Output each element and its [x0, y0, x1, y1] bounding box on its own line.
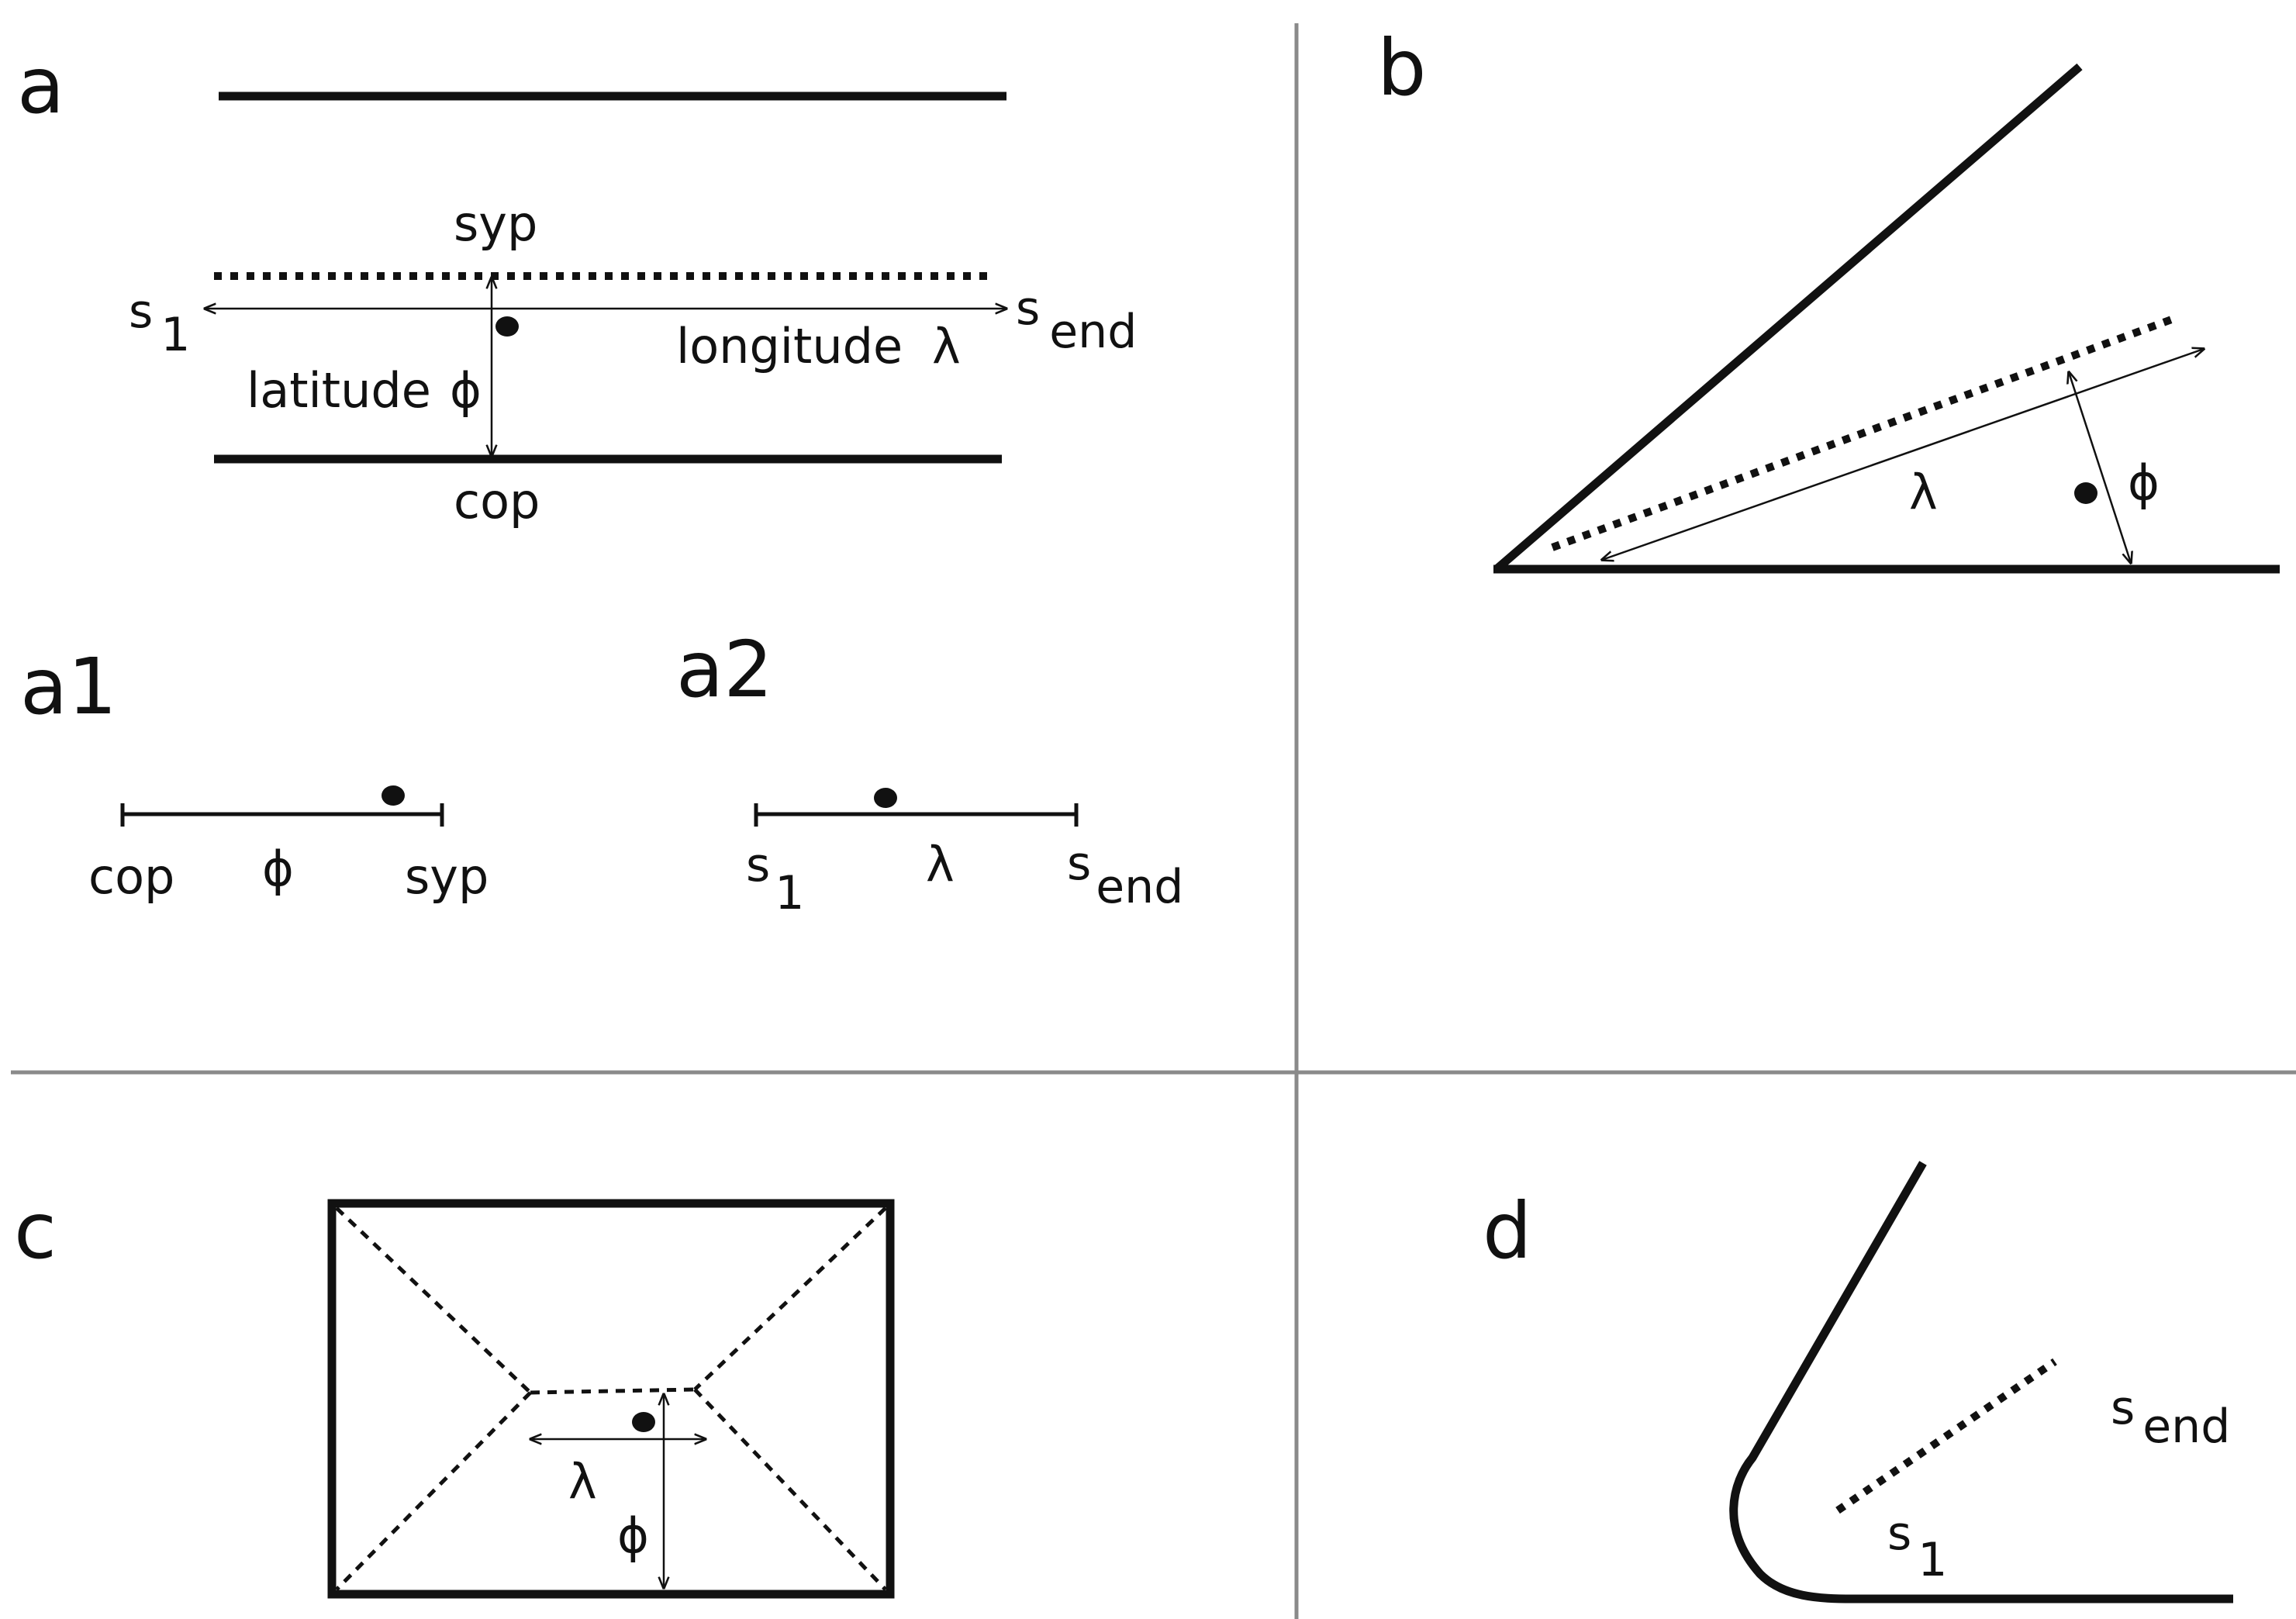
panel-a-latitude-label: latitude	[247, 362, 431, 419]
panel-a-label: a	[17, 40, 64, 131]
panel-c-lambda: λ	[568, 1453, 597, 1510]
panel-c-point	[632, 1412, 655, 1432]
panel-b-lambda: λ	[1909, 464, 1938, 520]
panel-b: b λ ϕ	[1377, 22, 2280, 574]
panel-d-midline-dashed	[1835, 1358, 2057, 1514]
panel-b-phi: ϕ	[2128, 454, 2160, 511]
panel-a-latitude-phi: ϕ	[450, 362, 482, 419]
panel-a-longitude-lambda: λ	[932, 318, 961, 375]
panel-c: c λ ϕ	[14, 1186, 895, 1599]
panel-b-midline-dashed	[1551, 314, 2177, 551]
panel-a2-point	[874, 788, 897, 808]
panel-c-dashed-lower-right	[693, 1388, 887, 1591]
panel-a2-s1-label: s1	[746, 838, 804, 920]
panel-b-label: b	[1377, 22, 1426, 113]
panel-c-label: c	[14, 1186, 57, 1276]
panel-c-box	[327, 1199, 895, 1599]
panel-a1-cop-label: cop	[88, 848, 174, 905]
panel-c-phi: ϕ	[617, 1507, 649, 1564]
panel-a1-syp-label: syp	[405, 848, 489, 905]
panel-a1: a1 cop ϕ syp	[20, 641, 489, 905]
panel-c-dashed-upper-left	[335, 1206, 532, 1394]
panel-d-curved-wall	[1729, 1161, 2233, 1603]
panel-a-cop-label: cop	[454, 473, 540, 530]
panel-a-point	[495, 316, 519, 337]
panel-a1-label: a1	[20, 641, 117, 732]
panel-b-phi-arrow	[2069, 372, 2131, 563]
panel-a2-lambda: λ	[926, 836, 955, 892]
panel-a1-point	[382, 785, 405, 806]
panel-b-point	[2074, 482, 2097, 504]
panel-b-upper-wall	[1493, 63, 2083, 573]
panel-c-dashed-center	[530, 1387, 696, 1395]
panel-c-dashed-lower-left	[335, 1391, 532, 1591]
panel-a2-label: a2	[676, 624, 773, 715]
panel-a1-phi: ϕ	[262, 841, 294, 897]
panel-a-longitude-label: longitude	[676, 318, 903, 375]
panel-a-syp-label: syp	[454, 195, 537, 252]
panel-d-label: d	[1483, 1186, 1531, 1276]
panel-c-dashed-upper-right	[693, 1206, 887, 1391]
panel-b-lambda-arrow	[1602, 349, 2204, 560]
